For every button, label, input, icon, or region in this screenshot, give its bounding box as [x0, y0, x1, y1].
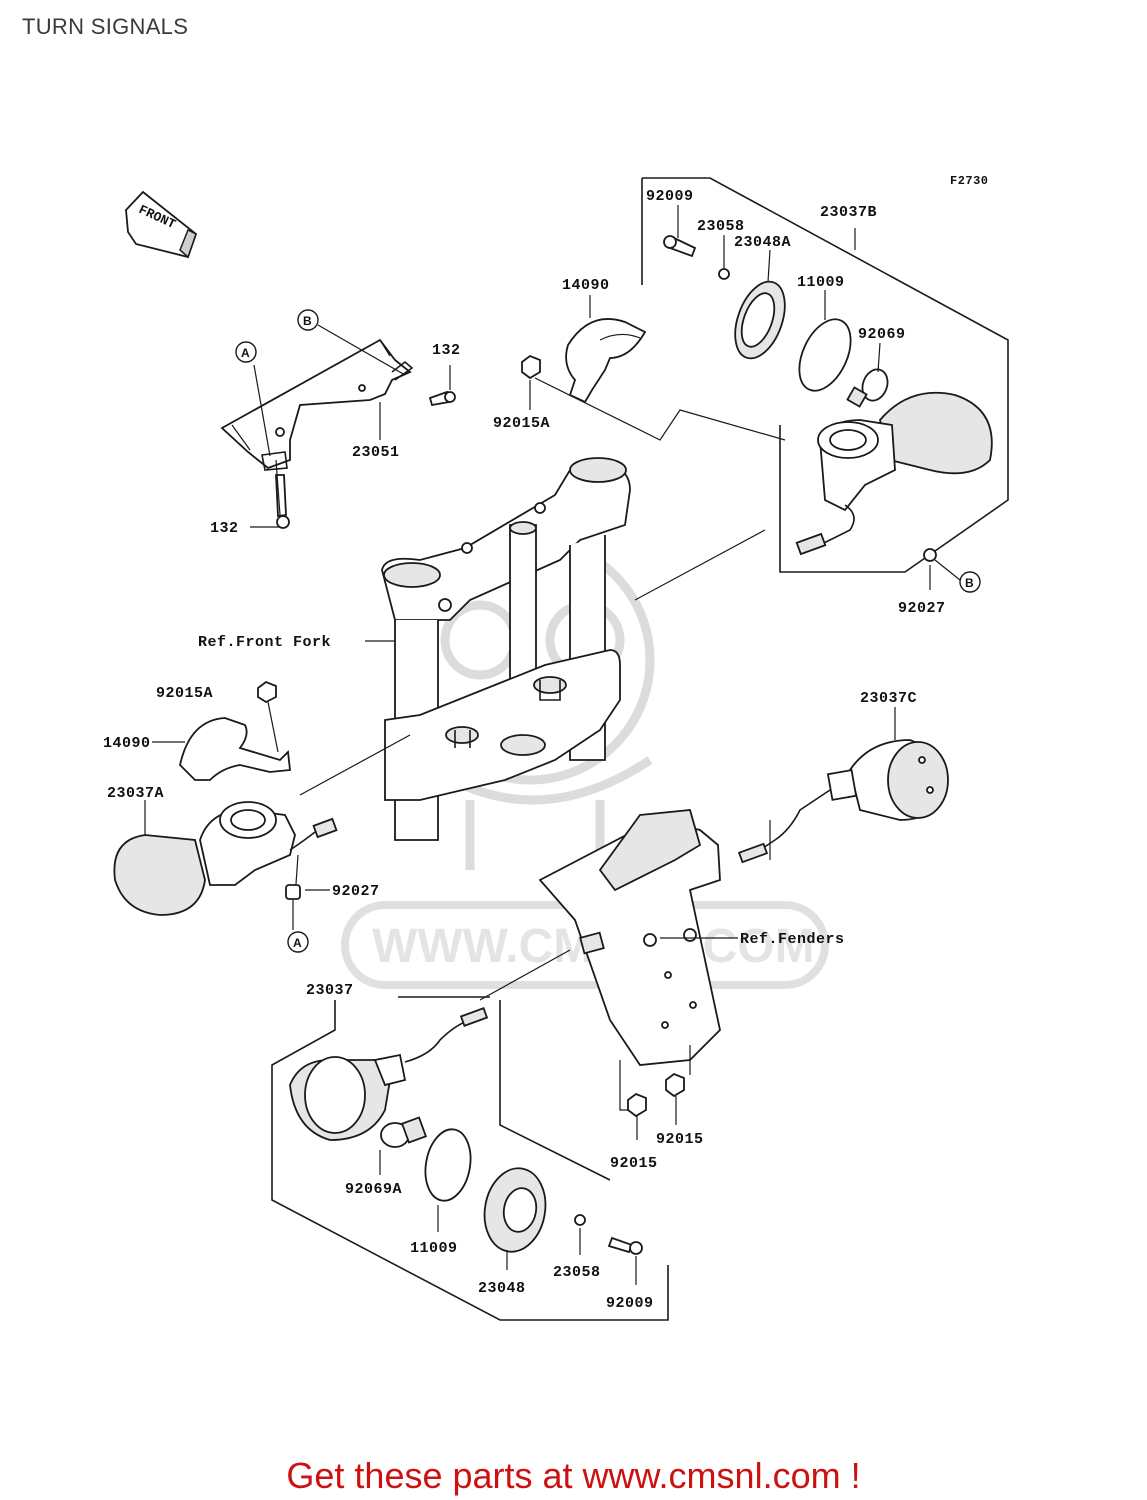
label-132-bottom: 132 [210, 520, 239, 537]
ref-fenders: Ref.Fenders [740, 931, 845, 948]
label-92069: 92069 [858, 326, 906, 343]
bulb-92069 [846, 368, 889, 408]
svg-text:A: A [293, 936, 302, 950]
label-23058-top: 23058 [697, 218, 745, 235]
lens-rim-23048 [483, 1167, 547, 1253]
rear-fender-bracket [538, 809, 721, 1066]
svg-text:B: B [965, 576, 974, 590]
label-92027-right: 92027 [898, 600, 946, 617]
o-ring-11009-top [798, 318, 852, 392]
turn-signal-23037A [113, 801, 338, 916]
label-92009-bottom: 92009 [606, 1295, 654, 1312]
label-23048: 23048 [478, 1280, 526, 1297]
callout-a-left: A [287, 931, 309, 953]
bulb-92069A [380, 1116, 428, 1148]
label-92015-b: 92015 [656, 1131, 704, 1148]
turn-signal-23037B [795, 391, 993, 556]
part-labels: 92009 23058 23048A 23037B 11009 92069 14… [103, 188, 946, 1312]
front-fork-triple-clamp [381, 457, 631, 841]
svg-text:B: B [303, 314, 312, 328]
label-92015-a: 92015 [610, 1155, 658, 1172]
label-92069A: 92069A [345, 1181, 402, 1198]
footer-promo-text[interactable]: Get these parts at www.cmsnl.com ! [286, 1455, 861, 1496]
nut-92015A-left [257, 680, 277, 704]
label-92015A-left: 92015A [156, 685, 213, 702]
figure-code: F2730 [950, 174, 989, 188]
lens-rim-23048A [734, 280, 786, 360]
washer-23058-bottom [574, 1214, 586, 1226]
plug-92027-right [923, 548, 937, 562]
plug-92027-left [285, 884, 301, 900]
label-11009-top: 11009 [797, 274, 845, 291]
nut-92015-a [627, 1092, 647, 1118]
label-23037C: 23037C [860, 690, 917, 707]
washer-23058-top [718, 268, 730, 280]
svg-text:A: A [241, 346, 250, 360]
o-ring-11009-bottom [424, 1128, 472, 1202]
turn-signal-23037C [737, 739, 949, 864]
label-92015A-top: 92015A [493, 415, 550, 432]
clamp-14090-top [565, 318, 647, 404]
screw-92009-bottom [607, 1236, 643, 1255]
label-14090-top: 14090 [562, 277, 610, 294]
label-23058-bottom: 23058 [553, 1264, 601, 1281]
ref-front-fork: Ref.Front Fork [198, 634, 331, 651]
turn-signal-23037 [289, 1007, 489, 1141]
callout-b-bracket: B [297, 309, 319, 331]
bracket-23051 [220, 338, 414, 471]
nut-92015-b [665, 1072, 685, 1098]
label-92027-left: 92027 [332, 883, 380, 900]
label-11009-bottom: 11009 [410, 1240, 458, 1257]
label-132-top: 132 [432, 342, 461, 359]
label-23048A: 23048A [734, 234, 791, 251]
label-14090-left: 14090 [103, 735, 151, 752]
clamp-14090-left [179, 717, 291, 781]
label-23037: 23037 [306, 982, 354, 999]
bolt-132-bottom [275, 474, 290, 529]
label-23051: 23051 [352, 444, 400, 461]
label-23037A: 23037A [107, 785, 164, 802]
callout-b-right: B [959, 571, 981, 593]
nut-92015A-top [521, 354, 541, 380]
bolt-132-top [428, 390, 456, 407]
front-arrow-icon: FRONT [125, 190, 198, 259]
page-title: TURN SIGNALS [22, 14, 189, 39]
callout-a-bracket: A [235, 341, 257, 363]
label-23037B: 23037B [820, 204, 877, 221]
label-92009-top: 92009 [646, 188, 694, 205]
screw-92009-top [663, 235, 697, 258]
